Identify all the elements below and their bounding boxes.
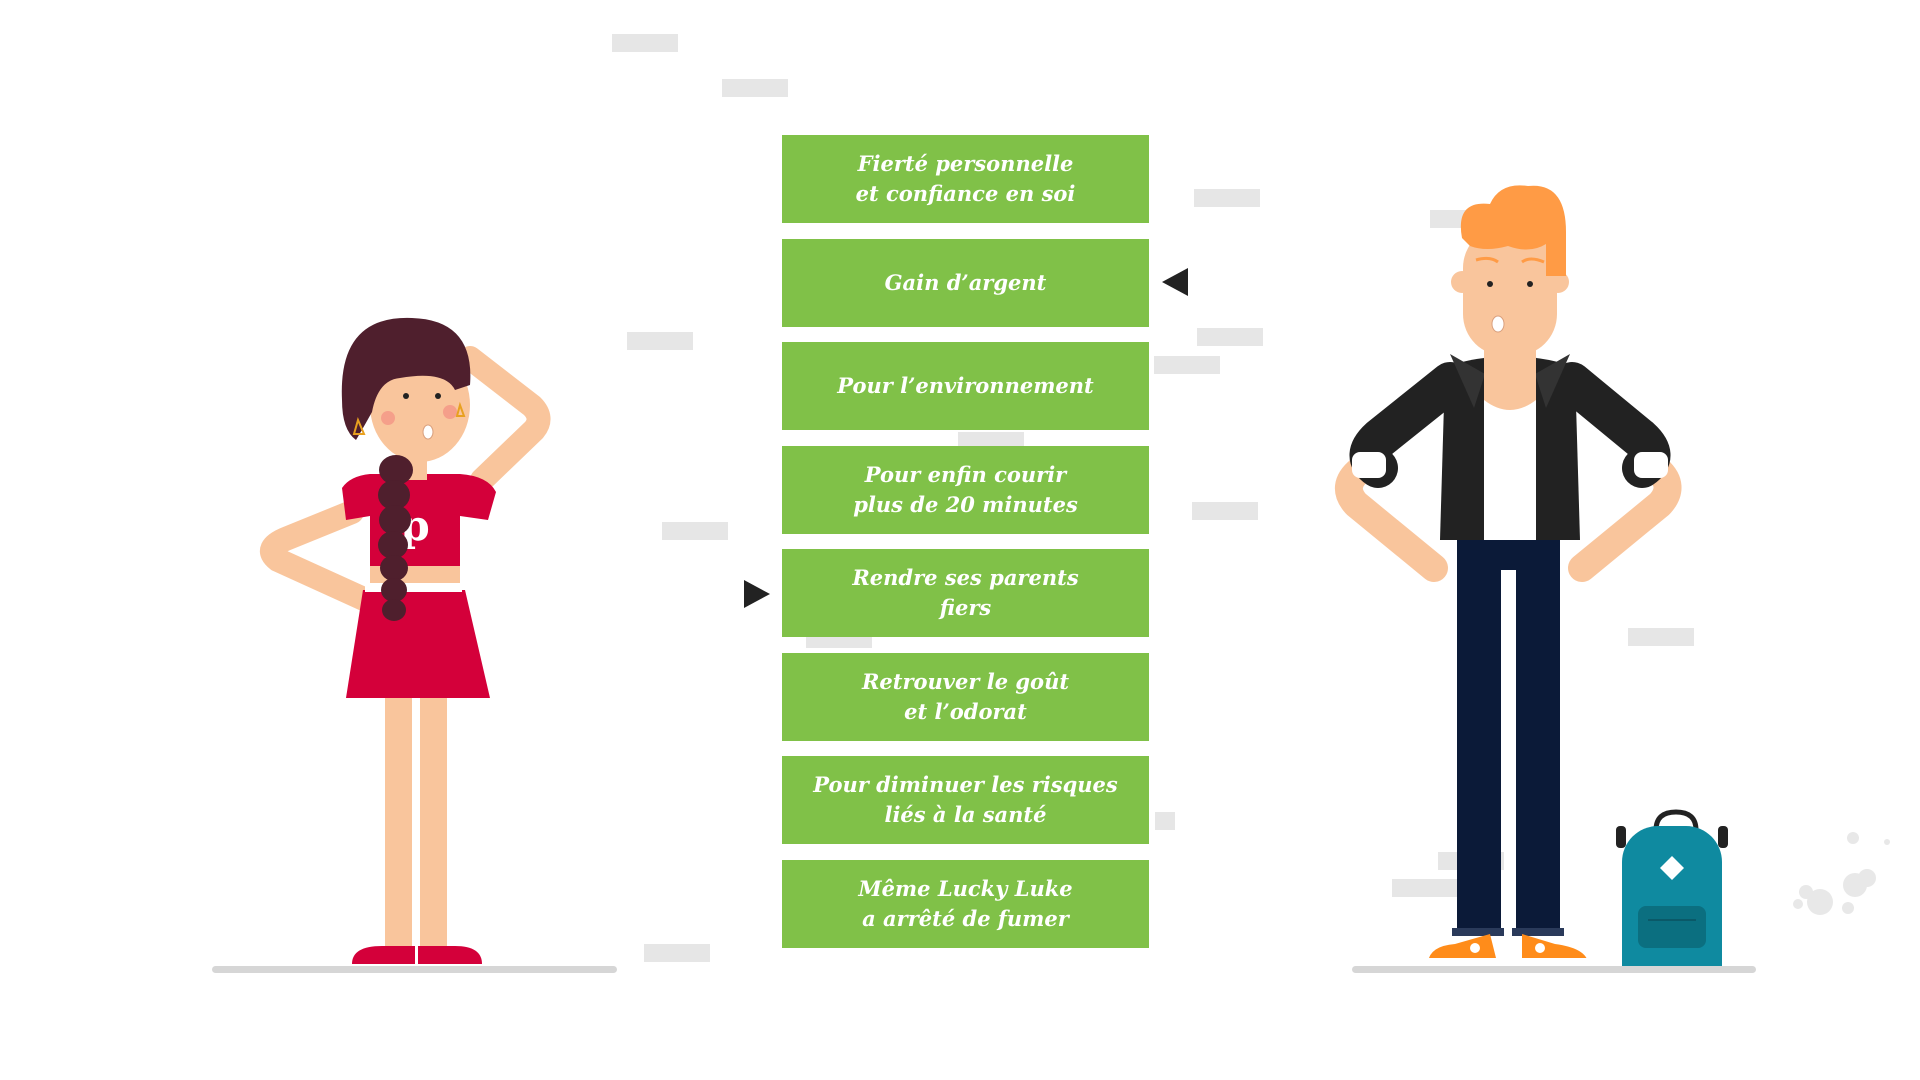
arrow-right-icon[interactable] — [744, 580, 770, 608]
deco-bar — [644, 944, 710, 962]
ground-line-right — [1352, 966, 1756, 973]
smoke-puffs — [1793, 832, 1890, 915]
deco-bar — [1392, 879, 1458, 897]
reasons-list: Fierté personnelle et confiance en soi G… — [782, 135, 1149, 963]
deco-bar — [1155, 812, 1175, 830]
deco-bar — [1192, 502, 1258, 520]
deco-bar — [627, 332, 693, 350]
deco-bar — [612, 34, 678, 52]
deco-bar — [1197, 328, 1263, 346]
reason-button[interactable]: Même Lucky Luke a arrêté de fumer — [782, 859, 1149, 948]
arrow-left-icon[interactable] — [1162, 268, 1188, 296]
deco-bar — [1194, 189, 1260, 207]
deco-bar — [662, 522, 728, 540]
backpack — [1616, 809, 1728, 966]
reason-button[interactable]: Retrouver le goût et l’odorat — [782, 652, 1149, 741]
reason-button[interactable]: Gain d’argent — [782, 238, 1149, 327]
reason-button[interactable]: Pour enfin courir plus de 20 minutes — [782, 445, 1149, 534]
reason-button[interactable]: Rendre ses parents fiers — [782, 549, 1149, 637]
deco-bar — [722, 79, 788, 97]
reason-button[interactable]: Pour diminuer les risques liés à la sant… — [782, 756, 1149, 844]
reason-button[interactable]: Fierté personnelle et confiance en soi — [782, 135, 1149, 223]
reason-button[interactable]: Pour l’environnement — [782, 342, 1149, 430]
deco-bar — [1628, 628, 1694, 646]
ground-line-left — [212, 966, 617, 973]
deco-bar — [1154, 356, 1220, 374]
